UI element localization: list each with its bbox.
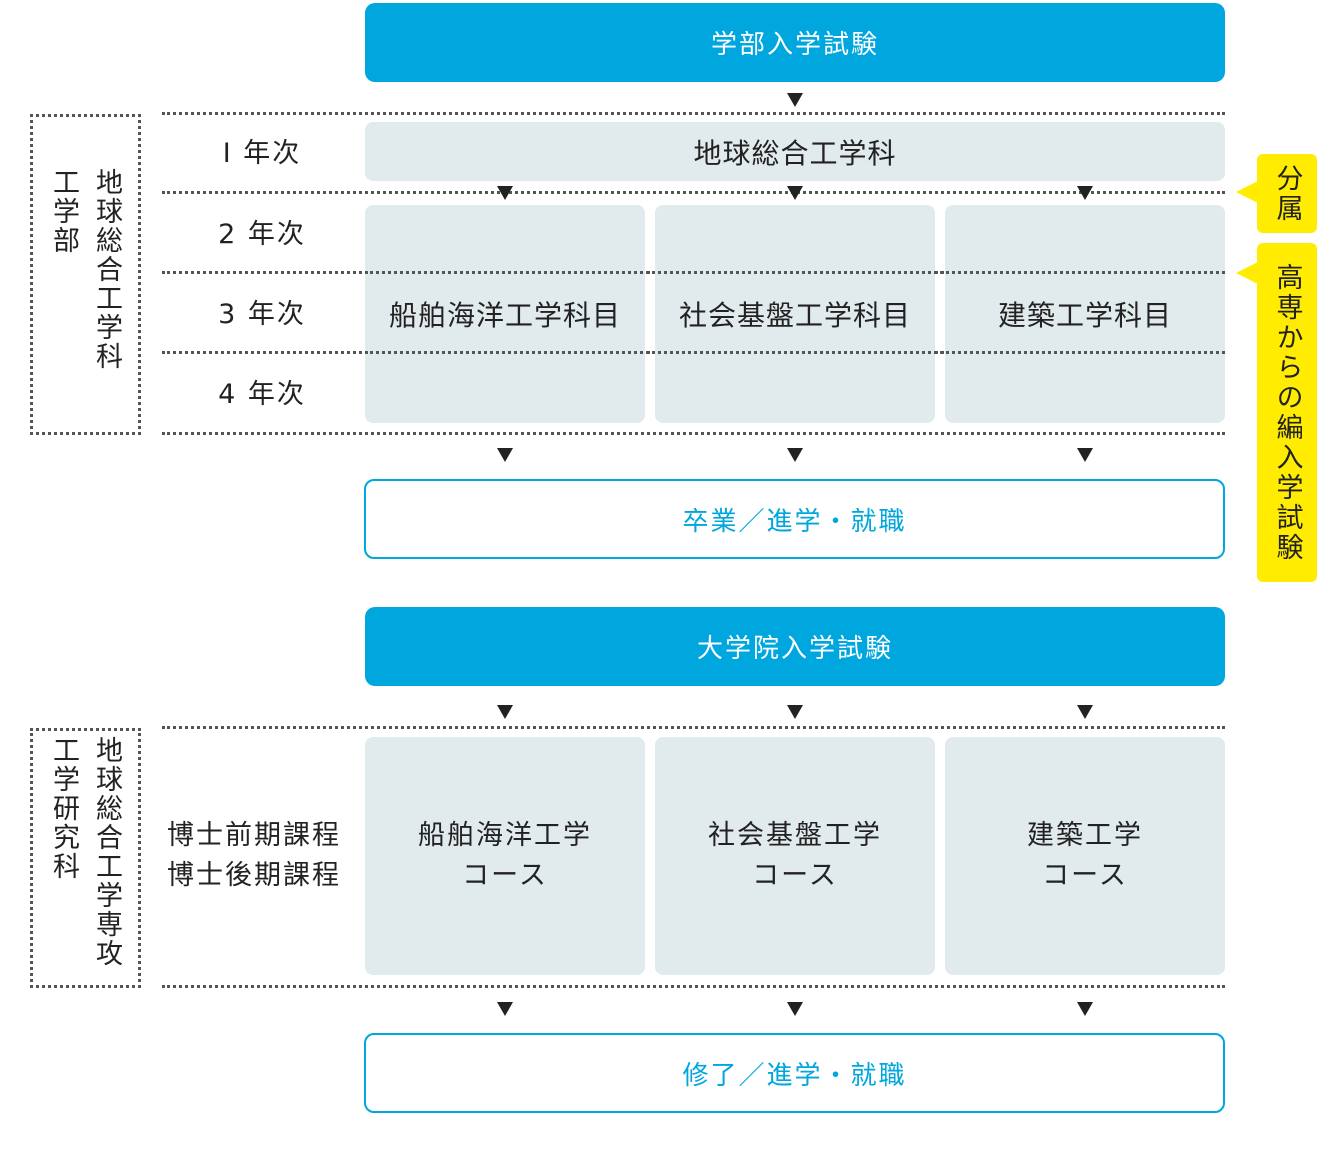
- school-vertical-label: 工学研究科: [48, 736, 79, 881]
- undergrad-outcome-label: 卒業／進学・就職: [682, 506, 907, 537]
- undergrad-outcome-box: 卒業／進学・就職: [364, 479, 1225, 559]
- subject-label: 船舶海洋工学科目: [388, 299, 621, 332]
- course-suffix: コース: [752, 860, 838, 891]
- year-label-4: 4 年次: [218, 378, 306, 410]
- course-box-civil: 社会基盤工学 コース: [655, 737, 935, 975]
- graduate-outcome-label: 修了／進学・就職: [682, 1060, 907, 1091]
- callout-pointer-icon: [1236, 181, 1258, 203]
- course-name: 建築工学: [1027, 820, 1143, 851]
- first-year-program-label: 地球総合工学科: [693, 136, 897, 170]
- year-label-2: 2 年次: [218, 218, 306, 250]
- down-arrow-icon: [1077, 448, 1093, 462]
- transfer-exam-label: 高専からの編入学試験: [1271, 262, 1303, 563]
- faculty-vertical-label: 工学部: [48, 168, 79, 255]
- dotted-divider: [162, 191, 1225, 194]
- down-arrow-icon: [497, 705, 513, 719]
- dotted-divider: [162, 112, 1225, 115]
- faculty-bracket: [30, 114, 141, 435]
- course-box-architecture: 建築工学 コース: [945, 737, 1225, 975]
- course-name: 社会基盤工学: [708, 820, 882, 851]
- down-arrow-icon: [497, 1002, 513, 1016]
- callout-pointer-icon: [1236, 262, 1258, 284]
- subject-box-architecture: 建築工学科目: [945, 205, 1225, 423]
- down-arrow-icon: [787, 186, 803, 200]
- down-arrow-icon: [1077, 705, 1093, 719]
- assignment-tag: 分属: [1257, 154, 1317, 233]
- dotted-divider: [365, 351, 1225, 354]
- graduate-outcome-box: 修了／進学・就職: [364, 1033, 1225, 1113]
- first-year-program-box: 地球総合工学科: [365, 122, 1225, 181]
- transfer-exam-tag: 高専からの編入学試験: [1257, 243, 1317, 582]
- undergrad-exam-label: 学部入学試験: [710, 30, 879, 60]
- year-label-1: Ⅰ 年次: [222, 137, 302, 169]
- course-box-naval: 船舶海洋工学 コース: [365, 737, 645, 975]
- dotted-divider: [162, 726, 1225, 729]
- undergrad-exam-box: 学部入学試験: [365, 3, 1225, 82]
- major-vertical-label: 地球総合工学専攻: [91, 736, 122, 968]
- year-label-3: 3 年次: [218, 298, 306, 330]
- graduate-exam-box: 大学院入学試験: [365, 607, 1225, 686]
- dotted-divider: [162, 432, 1225, 435]
- assignment-label: 分属: [1271, 163, 1303, 224]
- subject-label: 社会基盤工学科目: [678, 299, 911, 332]
- down-arrow-icon: [787, 448, 803, 462]
- subject-box-civil: 社会基盤工学科目: [655, 205, 935, 423]
- course-name: 船舶海洋工学: [418, 820, 592, 851]
- down-arrow-icon: [1077, 186, 1093, 200]
- school-bracket: [30, 728, 141, 988]
- course-suffix: コース: [462, 860, 548, 891]
- down-arrow-icon: [787, 93, 803, 107]
- down-arrow-icon: [497, 448, 513, 462]
- dotted-divider: [365, 271, 1225, 274]
- dotted-divider: [162, 985, 1225, 988]
- down-arrow-icon: [787, 705, 803, 719]
- subject-box-naval: 船舶海洋工学科目: [365, 205, 645, 423]
- down-arrow-icon: [1077, 1002, 1093, 1016]
- department-vertical-label: 地球総合工学科: [91, 168, 122, 371]
- graduate-exam-label: 大学院入学試験: [696, 634, 893, 664]
- subject-label: 建築工学科目: [997, 299, 1172, 332]
- down-arrow-icon: [497, 186, 513, 200]
- down-arrow-icon: [787, 1002, 803, 1016]
- course-suffix: コース: [1042, 860, 1128, 891]
- program-masters: 博士前期課程: [167, 820, 341, 851]
- program-doctoral: 博士後期課程: [167, 860, 341, 891]
